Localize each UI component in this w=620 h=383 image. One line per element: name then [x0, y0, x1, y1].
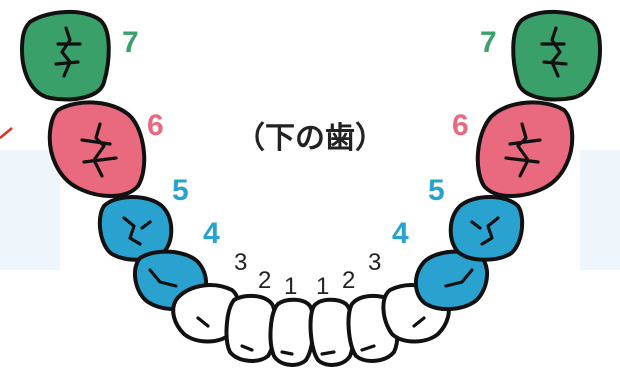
label-right-3: 3: [368, 249, 381, 276]
label-right-6: 6: [452, 109, 469, 142]
label-left-1: 1: [284, 273, 297, 300]
red-mark-left: [0, 127, 13, 139]
tooth-right-7: [511, 9, 602, 102]
background-tint-right: [580, 150, 620, 270]
label-right-5: 5: [428, 174, 445, 207]
label-right-4: 4: [392, 217, 409, 250]
label-left-3: 3: [234, 249, 247, 276]
label-left-5: 5: [172, 174, 189, 207]
label-left-6: 6: [147, 109, 164, 142]
label-right-7: 7: [480, 26, 497, 59]
label-right-1: 1: [316, 273, 329, 300]
tooth-right-5: [448, 195, 525, 262]
tooth-left-1: [268, 297, 316, 367]
tooth-left-7: [20, 9, 111, 102]
label-left-4: 4: [203, 217, 220, 250]
tooth-right-6: [475, 100, 575, 198]
label-right-2: 2: [342, 267, 355, 294]
tooth-left-6: [47, 100, 147, 198]
tooth-right-1: [308, 297, 356, 367]
background-tint-left: [0, 150, 60, 270]
label-left-7: 7: [122, 26, 139, 59]
diagram-title: （下の歯）: [235, 121, 385, 156]
label-left-2: 2: [258, 267, 271, 294]
tooth-left-2: [224, 293, 278, 363]
